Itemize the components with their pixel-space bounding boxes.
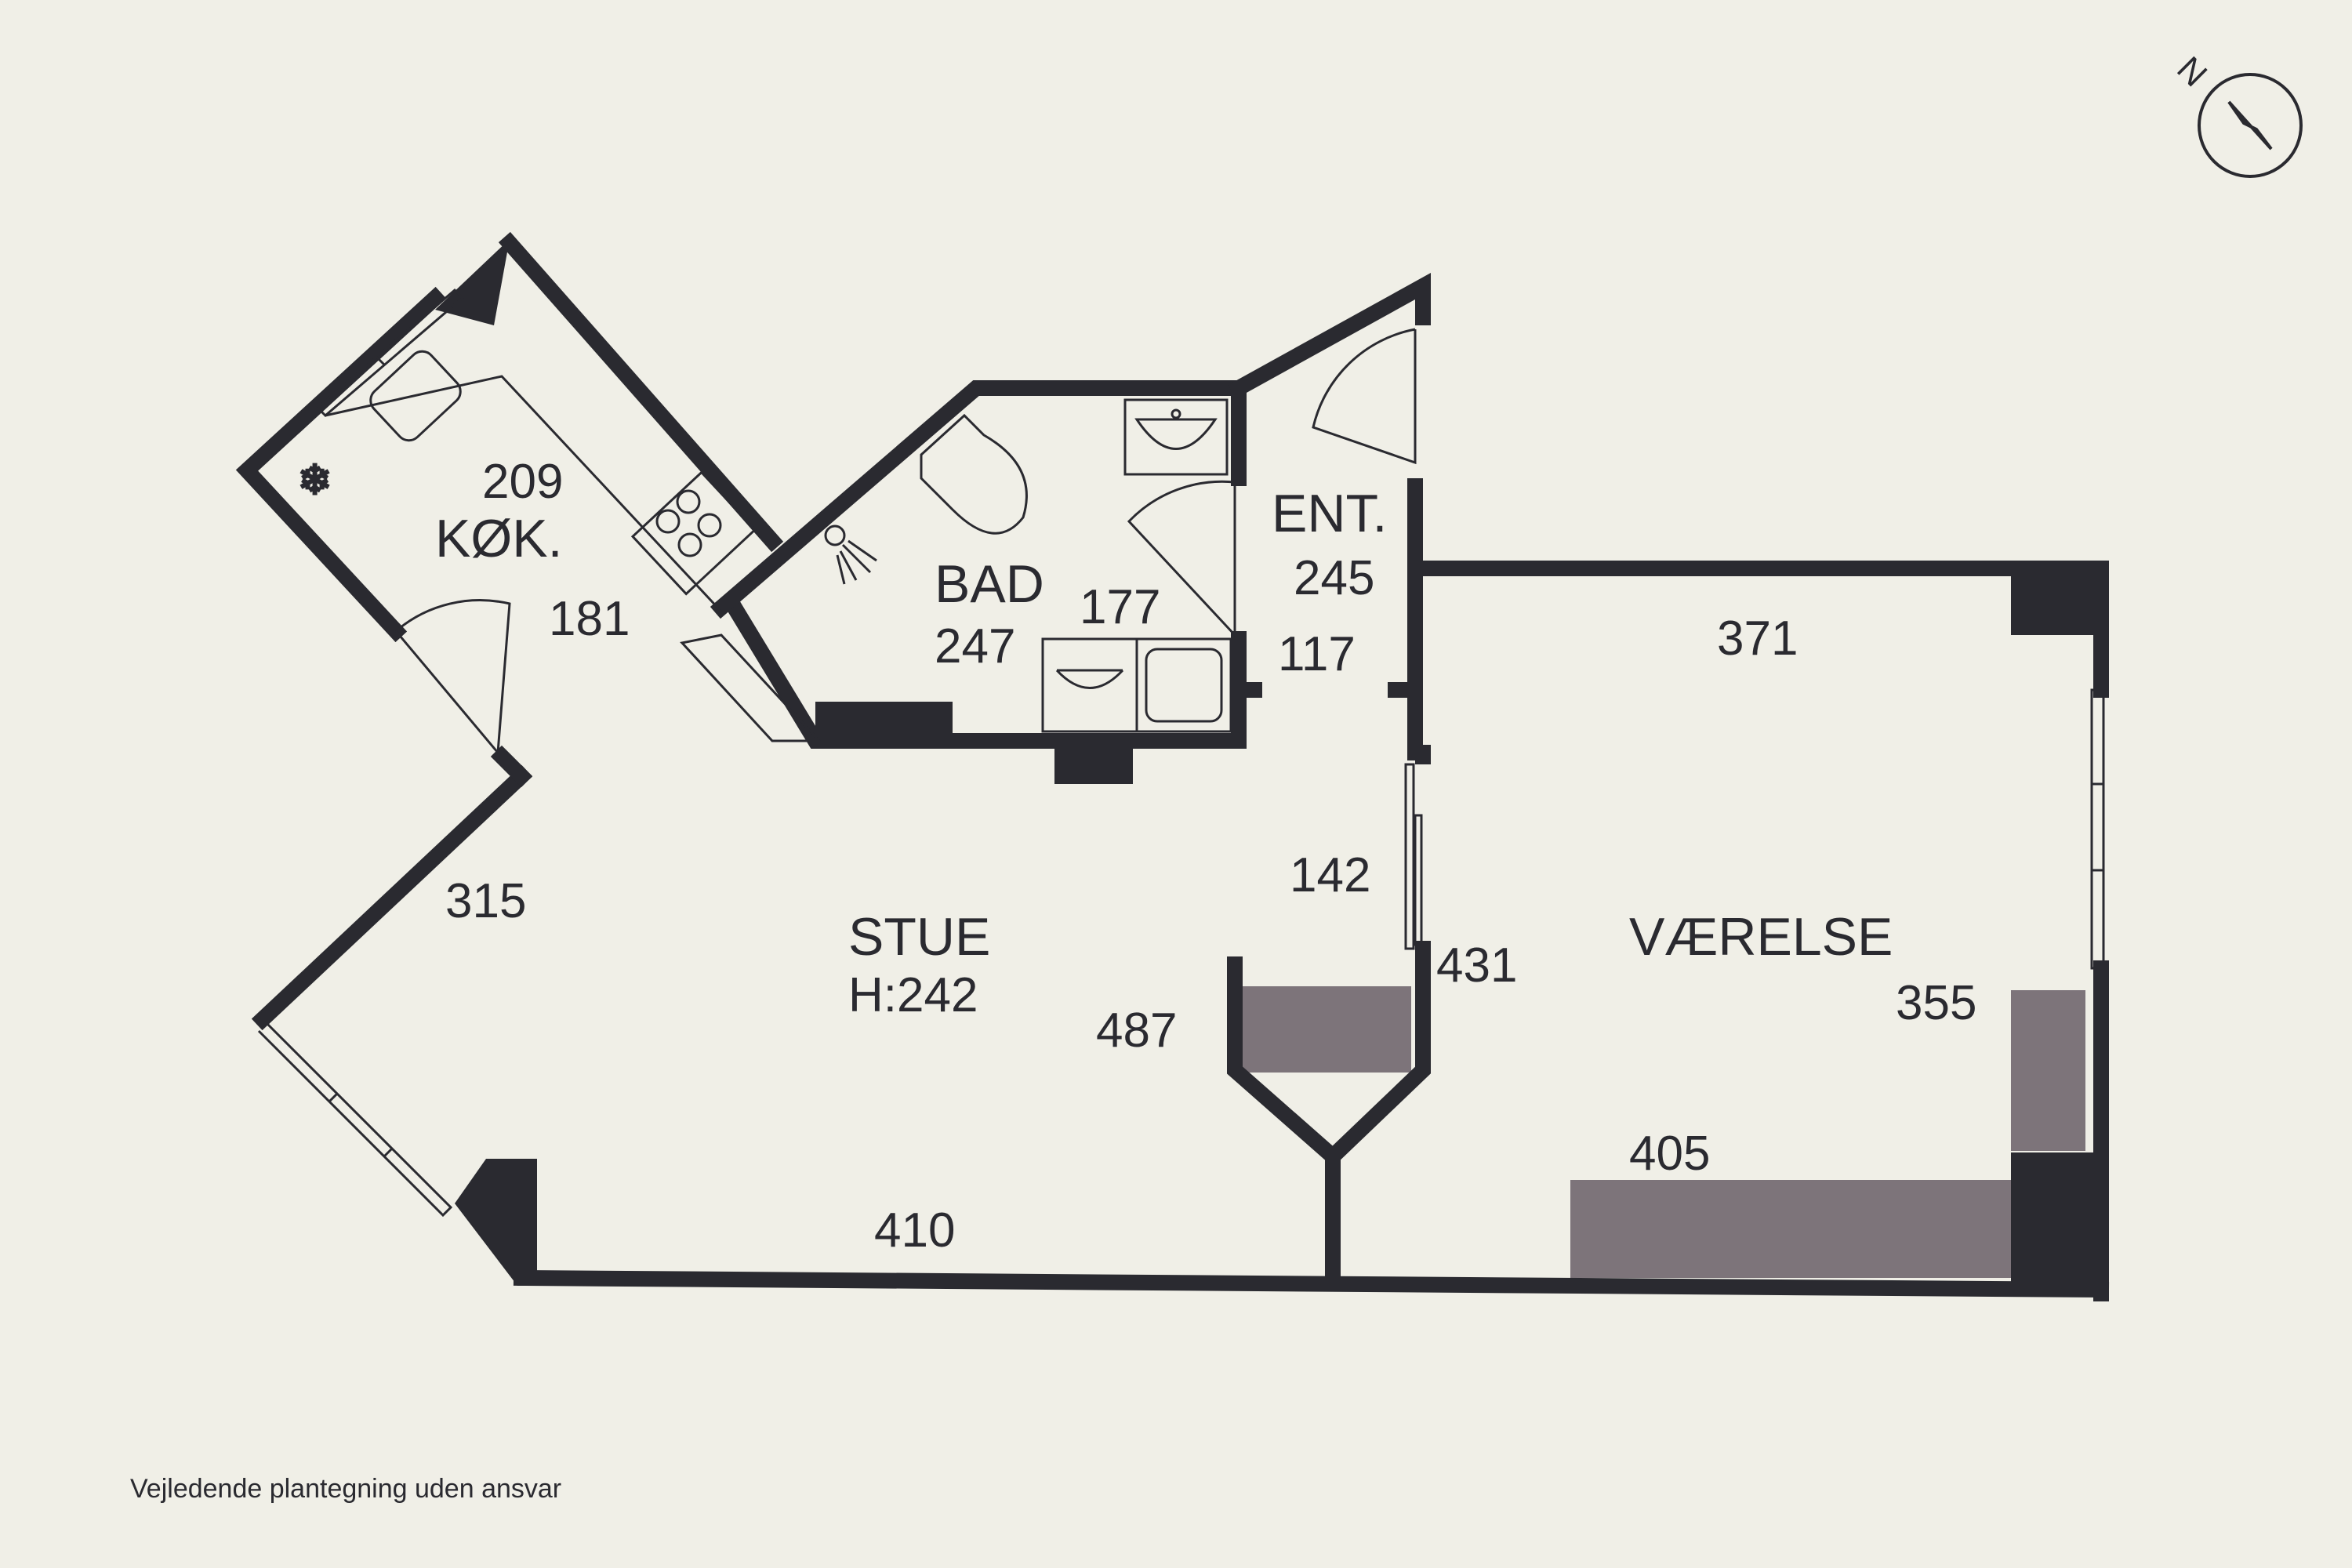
toilet-icon xyxy=(920,413,1028,535)
kitchen-fixtures: ❄ xyxy=(297,350,822,742)
kitchen-name: KØK. xyxy=(435,509,563,568)
bedroom-dim-top: 371 xyxy=(1717,612,1798,666)
fridge-snowflake-icon: ❄ xyxy=(298,457,332,504)
stove xyxy=(630,470,757,596)
window-bedroom xyxy=(2090,688,2105,970)
wardrobe-bedroom-side xyxy=(2011,990,2085,1151)
sink-tap xyxy=(1171,408,1181,419)
burner-icon xyxy=(697,513,722,538)
bathroom-name: BAD xyxy=(935,554,1044,614)
entrance-stub xyxy=(1388,682,1415,698)
compass-circle xyxy=(2198,73,2303,178)
living-wall-west xyxy=(251,764,533,1031)
sliding-door xyxy=(1404,763,1415,950)
bathroom-dim-1: 247 xyxy=(935,619,1015,673)
bedroom-dim-bottom: 405 xyxy=(1629,1127,1710,1181)
door-kitchen xyxy=(394,599,511,756)
living-corner xyxy=(455,1159,537,1286)
entrance-dim-2: 117 xyxy=(1278,627,1356,681)
bath-wall-north xyxy=(710,380,1247,619)
labels: 209 KØK. 181 BAD 247 177 ENT. 245 117 ST… xyxy=(435,455,1976,1258)
shower-icon xyxy=(824,524,846,546)
bedroom-name: VÆRELSE xyxy=(1629,907,1893,967)
entrance-name: ENT. xyxy=(1272,484,1387,543)
bedroom-dim-left: 431 xyxy=(1436,938,1517,993)
compass: N xyxy=(2169,49,2303,178)
living-wall-west-cap xyxy=(490,745,533,788)
dryer-door xyxy=(1145,648,1223,723)
bedroom-corner xyxy=(2011,564,2105,635)
window-kitchen-mid xyxy=(375,355,386,366)
kitchen-dim-2: 181 xyxy=(549,592,630,646)
walls xyxy=(235,231,2110,1301)
doors xyxy=(394,328,1417,756)
door-bathroom xyxy=(1127,480,1236,638)
kitchen-counter xyxy=(325,375,723,613)
kitchen-counter-lower xyxy=(680,633,822,742)
living-dim-bottom: 410 xyxy=(874,1203,955,1258)
window-kitchen xyxy=(316,288,465,418)
window-living-mid xyxy=(328,1092,339,1103)
compass-needle-icon xyxy=(2227,100,2273,151)
door-entrance xyxy=(1312,328,1417,465)
windows xyxy=(257,288,2105,1218)
sink-icon xyxy=(1123,398,1229,476)
kitchen-sink-icon xyxy=(369,350,462,442)
living-height: H:242 xyxy=(848,968,978,1022)
dryer-icon xyxy=(1135,637,1232,733)
living-dim-left: 315 xyxy=(445,874,526,928)
entrance-wall-north xyxy=(1228,273,1431,399)
washer-icon xyxy=(1041,637,1138,733)
kitchen-corner xyxy=(435,239,510,325)
wardrobes xyxy=(1243,986,2085,1278)
washer-tub xyxy=(1055,669,1124,689)
window-living-west xyxy=(257,1022,453,1218)
kitchen-wall-east xyxy=(498,231,784,553)
disclaimer: Vejledende plantegning uden ansvar xyxy=(130,1474,562,1504)
window-living-mid2 xyxy=(383,1147,394,1158)
bath-wall-block xyxy=(815,702,953,745)
bedroom-dim-side: 355 xyxy=(1896,976,1976,1030)
burner-icon xyxy=(676,489,701,514)
shower-spray xyxy=(836,539,877,585)
kitchen-dim: 209 xyxy=(482,455,563,509)
wardrobe-bedroom-bottom xyxy=(1570,1180,2011,1278)
entrance-dim-1: 245 xyxy=(1294,551,1374,605)
living-wall-south xyxy=(513,1269,2110,1298)
sink-bowl xyxy=(1134,418,1218,450)
living-name: STUE xyxy=(848,907,990,967)
living-dim-mid: 487 xyxy=(1096,1004,1177,1058)
bath-wall-block-2 xyxy=(1054,741,1133,784)
kitchen-wall xyxy=(235,286,447,643)
living-dim-passage: 142 xyxy=(1290,848,1370,902)
wardrobe-hall xyxy=(1243,986,1411,1073)
burner-icon xyxy=(677,532,702,557)
bedroom-pillar xyxy=(2011,1152,2105,1294)
burner-icon xyxy=(655,509,681,534)
bathroom-dim-2: 177 xyxy=(1080,580,1160,634)
north-label: N xyxy=(2169,49,2214,94)
bath-jamb-stub xyxy=(1239,682,1262,698)
sliding-door-2 xyxy=(1414,814,1423,946)
bath-fixtures xyxy=(824,398,1232,733)
